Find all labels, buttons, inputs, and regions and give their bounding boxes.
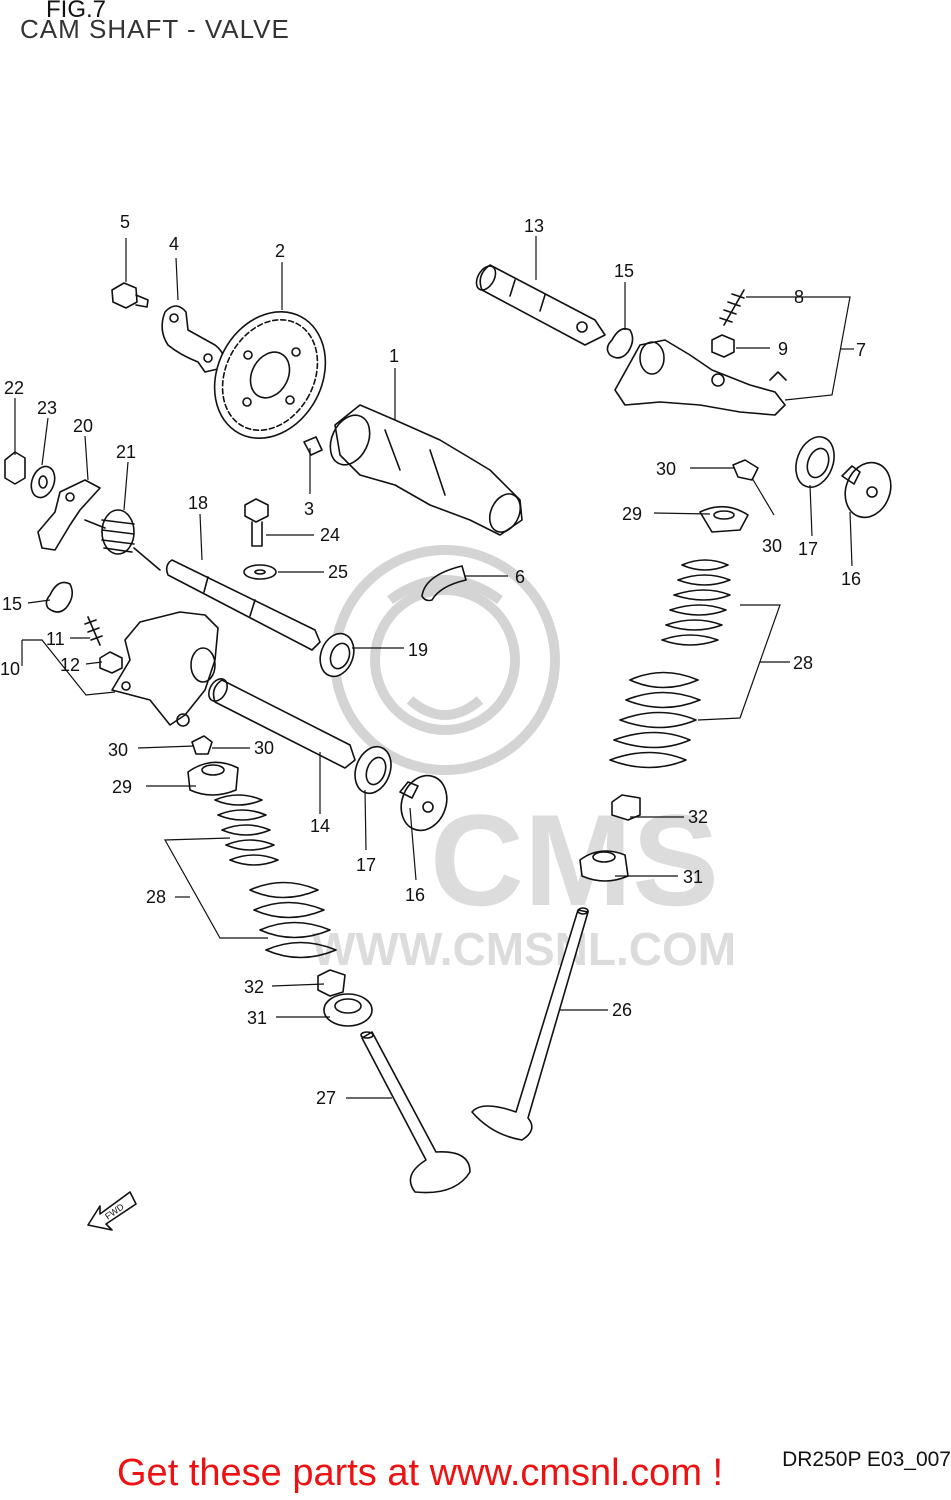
- washer-22: [4, 451, 26, 485]
- washer-25: [243, 564, 277, 580]
- callout-32b: 32: [244, 977, 264, 997]
- callout-28a: 28: [793, 653, 813, 673]
- callout-21: 21: [116, 442, 136, 462]
- watermark-logo: CMS WWW.CMSNL.COM: [312, 545, 736, 975]
- retainer-plate-4: [161, 305, 225, 373]
- cam-sprocket-2: [213, 311, 327, 439]
- callout-6: 6: [515, 567, 525, 587]
- spring-21: [84, 509, 161, 571]
- callout-9: 9: [778, 339, 788, 359]
- retainer-29b: [187, 761, 239, 796]
- watermark-url: WWW.CMSNL.COM: [312, 923, 736, 975]
- rocker-arm-10: [111, 611, 219, 727]
- oil-seal-17b: [354, 745, 392, 795]
- callout-17b: 17: [356, 855, 376, 875]
- rocker-shaft-13: [475, 264, 606, 346]
- decomp-lever-20: [37, 479, 101, 551]
- callout-8: 8: [794, 287, 804, 307]
- valve-spring-inner-28b: [214, 794, 279, 866]
- callout-10: 10: [0, 659, 20, 679]
- cotter-30c: [191, 735, 213, 755]
- callout-30d: 30: [254, 738, 274, 758]
- callout-17a: 17: [798, 539, 818, 559]
- nut-12: [99, 651, 123, 674]
- callout-7: 7: [856, 340, 866, 360]
- o-ring-15b: [45, 581, 74, 613]
- callout-28b: 28: [146, 887, 166, 907]
- seat-32b: [317, 969, 346, 997]
- callout-29a: 29: [622, 504, 642, 524]
- adjuster-screw-8: [719, 289, 745, 326]
- rocker-shaft-14: [208, 678, 356, 769]
- callout-11: 11: [46, 629, 65, 649]
- callout-2: 2: [275, 241, 285, 261]
- cap-16b: [399, 774, 448, 832]
- callout-19: 19: [408, 640, 428, 660]
- pin-3: [303, 436, 323, 456]
- valve-27: [360, 1031, 471, 1194]
- callout-15a: 15: [614, 261, 634, 281]
- callout-18: 18: [188, 493, 208, 513]
- seal-31b: [323, 993, 373, 1027]
- get-parts-link[interactable]: Get these parts at www.cmsnl.com !: [117, 1452, 724, 1494]
- callout-30b: 30: [762, 536, 782, 556]
- figure-label: FIG.7: [46, 0, 107, 23]
- callout-25: 25: [328, 562, 348, 582]
- nut-9: [711, 334, 735, 358]
- oil-seal-19: [319, 632, 355, 678]
- callout-20: 20: [73, 416, 93, 436]
- callout-16a: 16: [841, 569, 861, 589]
- valve-spring-inner-28a: [661, 559, 731, 646]
- figure-title: CAM SHAFT - VALVE: [20, 14, 290, 44]
- callout-3: 3: [304, 499, 314, 519]
- callout-16b: 16: [405, 885, 425, 905]
- bolt-24: [244, 498, 269, 547]
- watermark-brand: CMS: [430, 787, 719, 933]
- o-ring-15a: [606, 327, 634, 359]
- cotter-30a: [732, 459, 759, 481]
- callout-24: 24: [320, 525, 340, 545]
- callout-12: 12: [60, 655, 80, 675]
- callout-31b: 31: [247, 1008, 267, 1028]
- decomp-shaft-18: [165, 559, 321, 651]
- callout-numbers: 5 4 2 13 15 8 9 7 1 22 23 20 21 18 3 24 …: [0, 212, 866, 1108]
- retainer-6: [421, 565, 467, 602]
- bolt-5: [111, 282, 149, 309]
- retainer-29a: [699, 505, 749, 533]
- callout-13: 13: [524, 216, 544, 236]
- seat-32a: [611, 794, 641, 821]
- callout-14: 14: [310, 816, 330, 836]
- oil-seal-17a: [795, 436, 835, 488]
- adjuster-screw-11: [84, 616, 103, 646]
- leader-lines: [14, 236, 854, 1099]
- diagram-code: DR250P E03_007: [782, 1448, 951, 1471]
- callout-22: 22: [4, 378, 24, 398]
- washer-23: [30, 465, 56, 499]
- callout-5: 5: [120, 212, 130, 232]
- callout-4: 4: [169, 234, 179, 254]
- fwd-arrow-icon: FWD: [87, 1191, 137, 1231]
- cap-16a: [841, 461, 892, 519]
- callout-23: 23: [37, 398, 57, 418]
- callout-30a: 30: [656, 459, 676, 479]
- callout-15b: 15: [2, 594, 22, 614]
- valve-26: [471, 907, 589, 1141]
- valve-spring-outer-28b: [249, 881, 337, 959]
- valve-spring-outer-28a: [609, 671, 701, 769]
- callout-31a: 31: [683, 867, 703, 887]
- camshaft-1: [329, 404, 523, 536]
- callout-27: 27: [316, 1088, 336, 1108]
- callout-26: 26: [612, 1000, 632, 1020]
- rocker-arm-7: [614, 339, 787, 416]
- callout-1: 1: [389, 346, 399, 366]
- callout-32a: 32: [688, 807, 708, 827]
- callout-30c: 30: [108, 740, 128, 760]
- callout-29b: 29: [112, 777, 132, 797]
